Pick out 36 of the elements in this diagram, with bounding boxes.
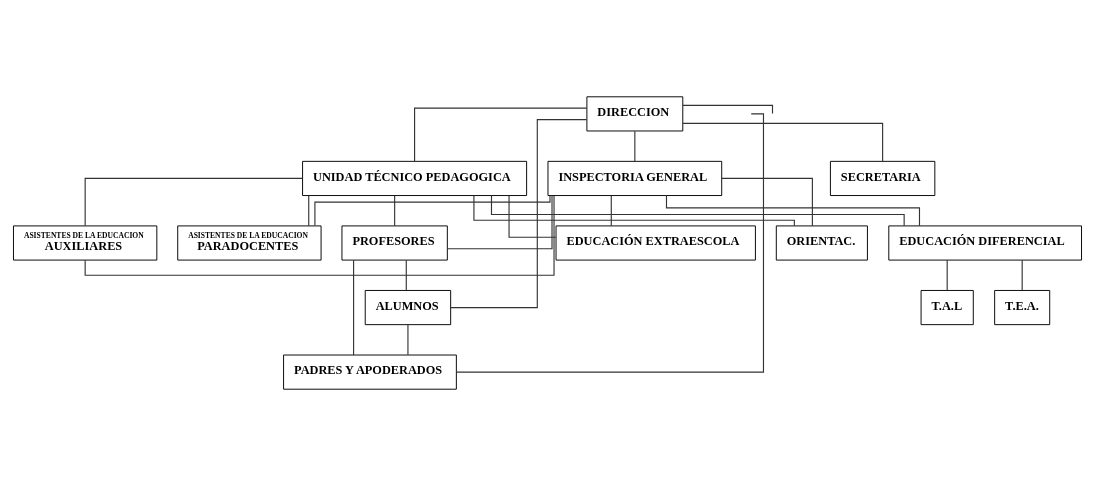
connector [456, 113, 765, 373]
connector [405, 259, 407, 291]
connector [473, 195, 795, 227]
node-box: DIRECCION [586, 96, 684, 132]
node-box: EDUCACIÓN DIFERENCIAL [888, 225, 1082, 261]
node-box: ORIENTAC. [775, 225, 868, 261]
connector [721, 177, 813, 227]
connector [1021, 259, 1023, 291]
connector [508, 195, 557, 238]
connector [394, 195, 396, 227]
node-box: UNIDAD TÉCNICO PEDAGOGICA [302, 160, 528, 196]
connector [490, 195, 905, 227]
connector [946, 259, 948, 291]
connector [634, 130, 636, 162]
connector [665, 195, 921, 227]
connector [314, 195, 551, 226]
node-box: ASISTENTES DE LA EDUCACION AUXILIARES [13, 225, 158, 261]
connector [84, 177, 303, 227]
node-box: INSPECTORIA GENERAL [547, 160, 723, 196]
connector [308, 195, 310, 227]
node-box: T.E.A. [994, 290, 1051, 326]
connector [353, 259, 355, 356]
node-box: ALUMNOS [364, 290, 452, 326]
connector [610, 195, 612, 227]
connector [407, 324, 409, 356]
node-box: T.A.L [920, 290, 974, 326]
node-box: PROFESORES [341, 225, 448, 261]
connector [682, 122, 884, 162]
connector [682, 104, 774, 115]
node-box: SECRETARIA [829, 160, 936, 196]
connector [414, 107, 588, 162]
connector [446, 195, 553, 250]
node-box: ASISTENTES DE LA EDUCACION PARADOCENTES [177, 225, 322, 261]
node-box: EDUCACIÓN EXTRAESCOLA [555, 225, 756, 261]
node-box: PADRES Y APODERADOS [283, 354, 457, 390]
connector [450, 119, 588, 309]
